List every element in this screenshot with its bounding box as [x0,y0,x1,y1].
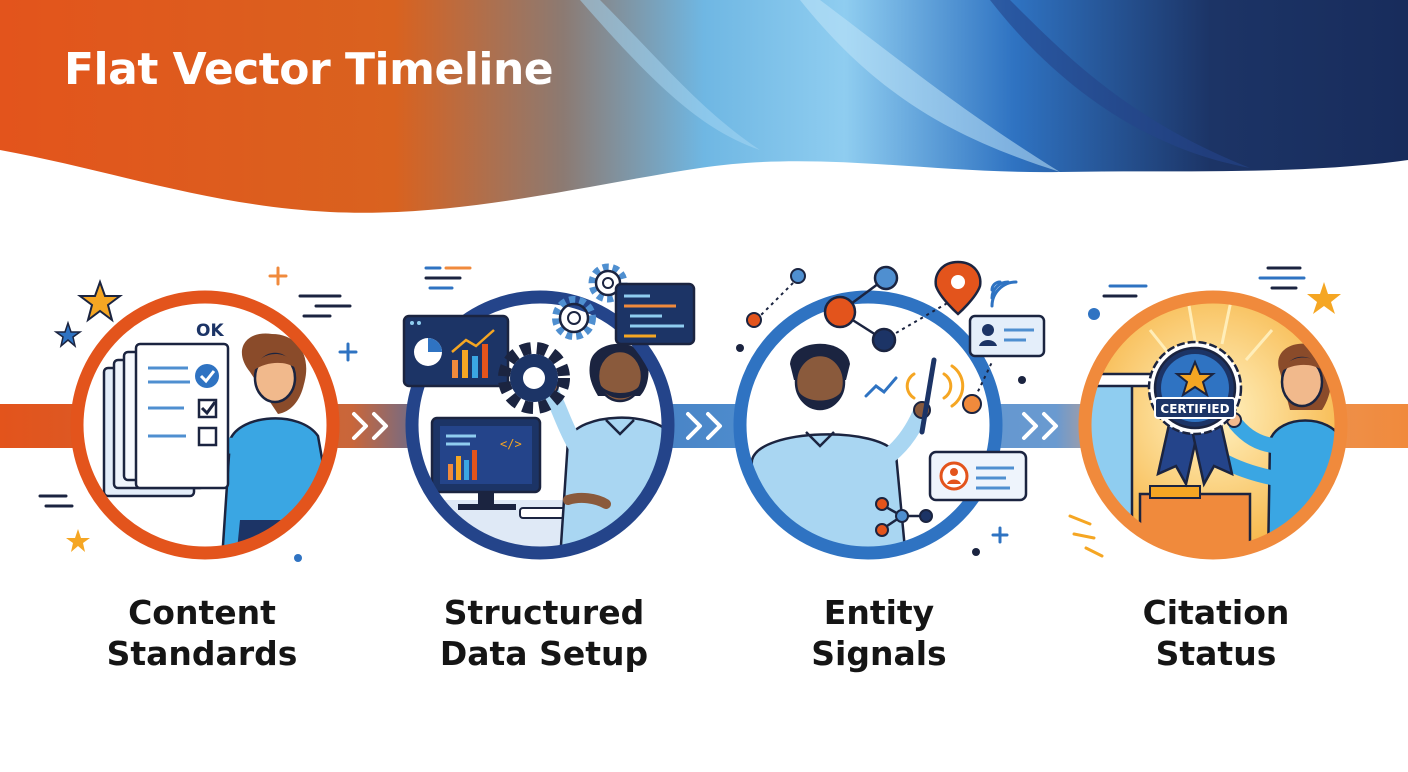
step-1-illustration: OK [38,266,358,562]
trend-line [864,376,898,398]
step-3-label: Entity Signals [729,592,1029,674]
sparkle-icon [268,266,288,286]
star-icon [66,529,90,552]
ok-badge: OK [196,321,224,341]
network-icon [875,497,933,537]
id-card-icon [968,314,1046,358]
star-icon [1174,359,1216,398]
star-icon [53,320,83,349]
code-window-icon [614,282,696,346]
step-1-label-line2: Standards [106,634,298,673]
step-2-label: Structured Data Setup [394,592,694,674]
dash-lines [1102,266,1306,298]
step-4-label-line2: Status [1155,634,1277,673]
step-1-label-line1: Content [128,593,276,632]
step-1-label: Content Standards [52,592,352,674]
location-pin-icon [934,260,982,316]
sparkle-icon [338,342,358,362]
checklist-icon [102,342,230,498]
burst-lines [1068,514,1104,558]
chevron-arrows-3 [1022,412,1058,440]
chart-icon [402,314,510,388]
network-icon [736,265,1026,414]
monitor-icon: </> [430,416,542,510]
dash-lines [38,294,352,508]
step-4-label: Citation Status [1066,592,1366,674]
id-card-icon [928,450,1028,502]
dash-lines [424,266,472,290]
chevron-arrows-2 [686,412,722,440]
star-icon [77,279,123,323]
step-3-label-line1: Entity [823,593,935,632]
svg-text:</>: </> [500,437,522,451]
step-4-illustration: CERTIFIED [1068,266,1348,560]
certified-badge-label: CERTIFIED [1160,402,1229,416]
ribbon-badge-icon [1147,340,1243,488]
step-4-label-line1: Citation [1142,593,1290,632]
wifi-icon [905,364,965,408]
header-wave [0,0,1408,213]
star-icon [1307,282,1341,314]
step-2-label-line2: Data Setup [439,634,649,673]
step-2-illustration: </> [402,263,696,560]
step-3-illustration [733,260,1046,560]
gear-icon [498,342,570,414]
step-3-label-line2: Signals [811,634,947,673]
gear-icon [552,296,596,340]
step-2-label-line1: Structured [443,593,645,632]
chevron-arrows-1 [352,412,388,440]
sparkle-icon [991,526,1009,544]
page-title: Flat Vector Timeline [64,44,554,95]
wifi-icon [990,280,1018,308]
